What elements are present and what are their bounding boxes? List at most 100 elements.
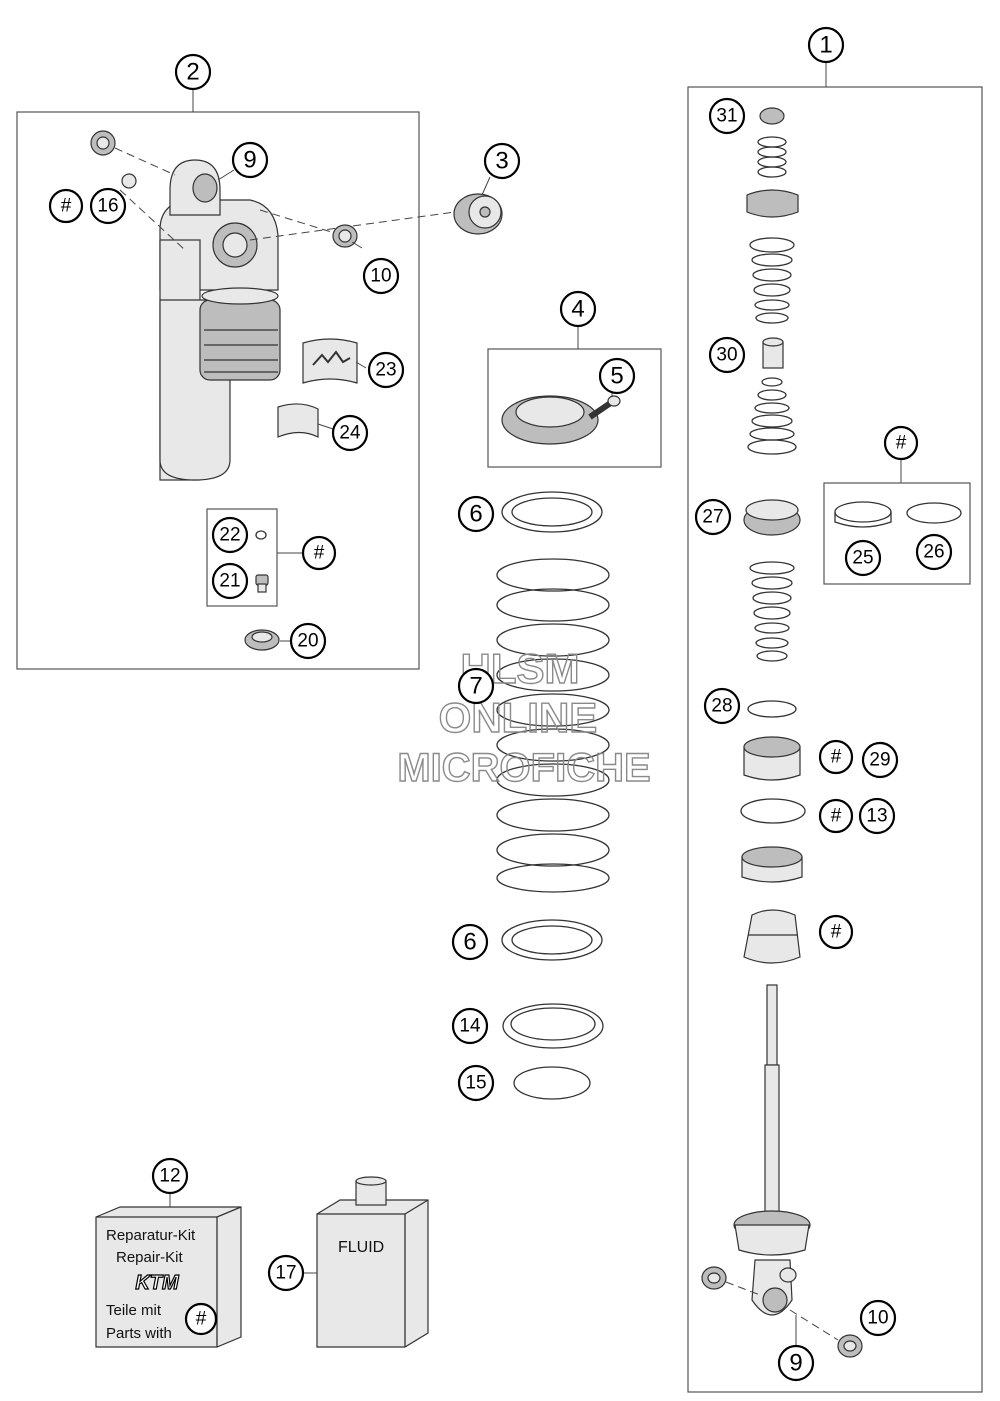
svg-text:14: 14 [459, 1016, 481, 1037]
callout-7: 7 [457, 667, 495, 705]
svg-text:6: 6 [469, 501, 482, 528]
bump-stop-part [743, 909, 801, 964]
svg-text:#: # [831, 922, 842, 943]
svg-text:#: # [61, 196, 72, 217]
spring-seat-part-14 [502, 1003, 604, 1049]
callout-27: 27 [694, 498, 732, 536]
shim-stack-top [746, 107, 799, 324]
valve-part-21 [255, 574, 269, 593]
kit-label-en: Repair-Kit [116, 1249, 184, 1266]
callout-6-bottom: 6 [451, 923, 489, 961]
svg-text:9: 9 [243, 147, 256, 174]
svg-text:26: 26 [923, 542, 944, 563]
callout-hash-box: # [184, 1302, 218, 1336]
svg-text:3: 3 [495, 148, 508, 175]
watermark-line3: MICROFICHE [397, 746, 650, 790]
circlip-part-13 [740, 798, 806, 824]
callout-16: 16 [89, 187, 127, 225]
piston-rod-part [733, 984, 811, 1316]
svg-text:#: # [831, 806, 842, 827]
svg-text:24: 24 [339, 423, 361, 444]
shim-stack-lower [749, 561, 795, 662]
bump-rubber-part-29 [743, 736, 801, 781]
svg-text:15: 15 [465, 1073, 486, 1094]
svg-text:9: 9 [789, 1350, 802, 1377]
callout-13: 13 [858, 797, 896, 835]
callout-31: 31 [708, 97, 746, 135]
callout-5: 5 [598, 357, 636, 395]
svg-text:17: 17 [275, 1263, 296, 1284]
spacer-part-30 [762, 337, 784, 369]
callout-29: 29 [861, 741, 899, 779]
washer-part-10-top [332, 224, 358, 248]
washer-part-10-bottom [837, 1334, 863, 1358]
oring-part-26 [906, 502, 962, 524]
bushing-part-bottom [701, 1266, 727, 1290]
shock-body-part [159, 159, 281, 481]
svg-text:10: 10 [370, 266, 391, 287]
oring-part-22 [255, 530, 267, 540]
callout-12: 12 [151, 1157, 189, 1195]
callout-28: 28 [703, 687, 741, 725]
callout-9-bottom: 9 [777, 1344, 815, 1382]
svg-text:6: 6 [463, 929, 476, 956]
adjuster-nut-frame [487, 348, 662, 468]
callout-hash-seal: # [818, 914, 854, 950]
callout-1: 1 [807, 26, 845, 64]
shim-stack-middle [747, 377, 797, 455]
svg-text:#: # [831, 747, 842, 768]
sticker-part-24 [277, 403, 319, 438]
kit-parts-en: Parts with [106, 1325, 172, 1342]
svg-text:#: # [314, 543, 325, 564]
kit-parts-de: Teile mit [106, 1302, 162, 1319]
callout-30: 30 [708, 336, 746, 374]
ktm-logo: KTM [135, 1272, 180, 1294]
callout-hash-13: # [818, 798, 854, 834]
svg-text:29: 29 [869, 750, 890, 771]
svg-text:10: 10 [867, 1308, 888, 1329]
bushing-part-top [90, 130, 116, 156]
callout-15: 15 [457, 1064, 495, 1102]
spring-washer-part-6-top [501, 491, 603, 533]
spring-part-7 [496, 558, 610, 893]
callout-21: 21 [211, 562, 249, 600]
callout-6-top: 6 [457, 495, 495, 533]
spring-washer-part-6-bottom [501, 919, 603, 961]
watermark-line2: ONLINE [439, 694, 598, 741]
callout-badges: 1 2 9 3 # 16 10 31 4 30 23 5 24 # 6 27 2… [48, 26, 953, 1382]
callout-hash-right: # [883, 425, 919, 461]
adjuster-nut-part [501, 395, 599, 445]
callout-24: 24 [331, 414, 369, 452]
callout-10-top: 10 [362, 257, 400, 295]
callout-10-bottom: 10 [859, 1299, 897, 1337]
svg-text:13: 13 [866, 806, 887, 827]
svg-text:#: # [896, 433, 907, 454]
callout-hash-16: # [48, 188, 84, 224]
shock-body-frame [16, 111, 420, 670]
reservoir-cap-part-3 [453, 193, 503, 235]
seal-head-part [741, 846, 803, 883]
callout-26: 26 [915, 533, 953, 571]
callout-25: 25 [844, 539, 882, 577]
svg-text:28: 28 [711, 696, 732, 717]
svg-text:21: 21 [219, 571, 240, 592]
svg-text:1: 1 [819, 32, 832, 59]
callout-17: 17 [267, 1254, 305, 1292]
fluid-label: FLUID [338, 1239, 384, 1256]
pin-part-5 [588, 395, 621, 420]
washer-part-28 [747, 700, 797, 718]
piston-part-27 [743, 499, 801, 536]
callout-14: 14 [451, 1007, 489, 1045]
svg-text:30: 30 [716, 345, 737, 366]
svg-text:27: 27 [702, 507, 723, 528]
svg-text:23: 23 [375, 360, 396, 381]
svg-text:12: 12 [159, 1166, 180, 1187]
damper-assembly-frame [687, 86, 983, 1393]
svg-text:#: # [196, 1309, 207, 1330]
svg-text:16: 16 [97, 196, 118, 217]
svg-text:25: 25 [852, 548, 873, 569]
seal-part-20 [244, 629, 280, 651]
svg-text:5: 5 [610, 363, 623, 390]
bearing-part-25 [834, 501, 892, 528]
